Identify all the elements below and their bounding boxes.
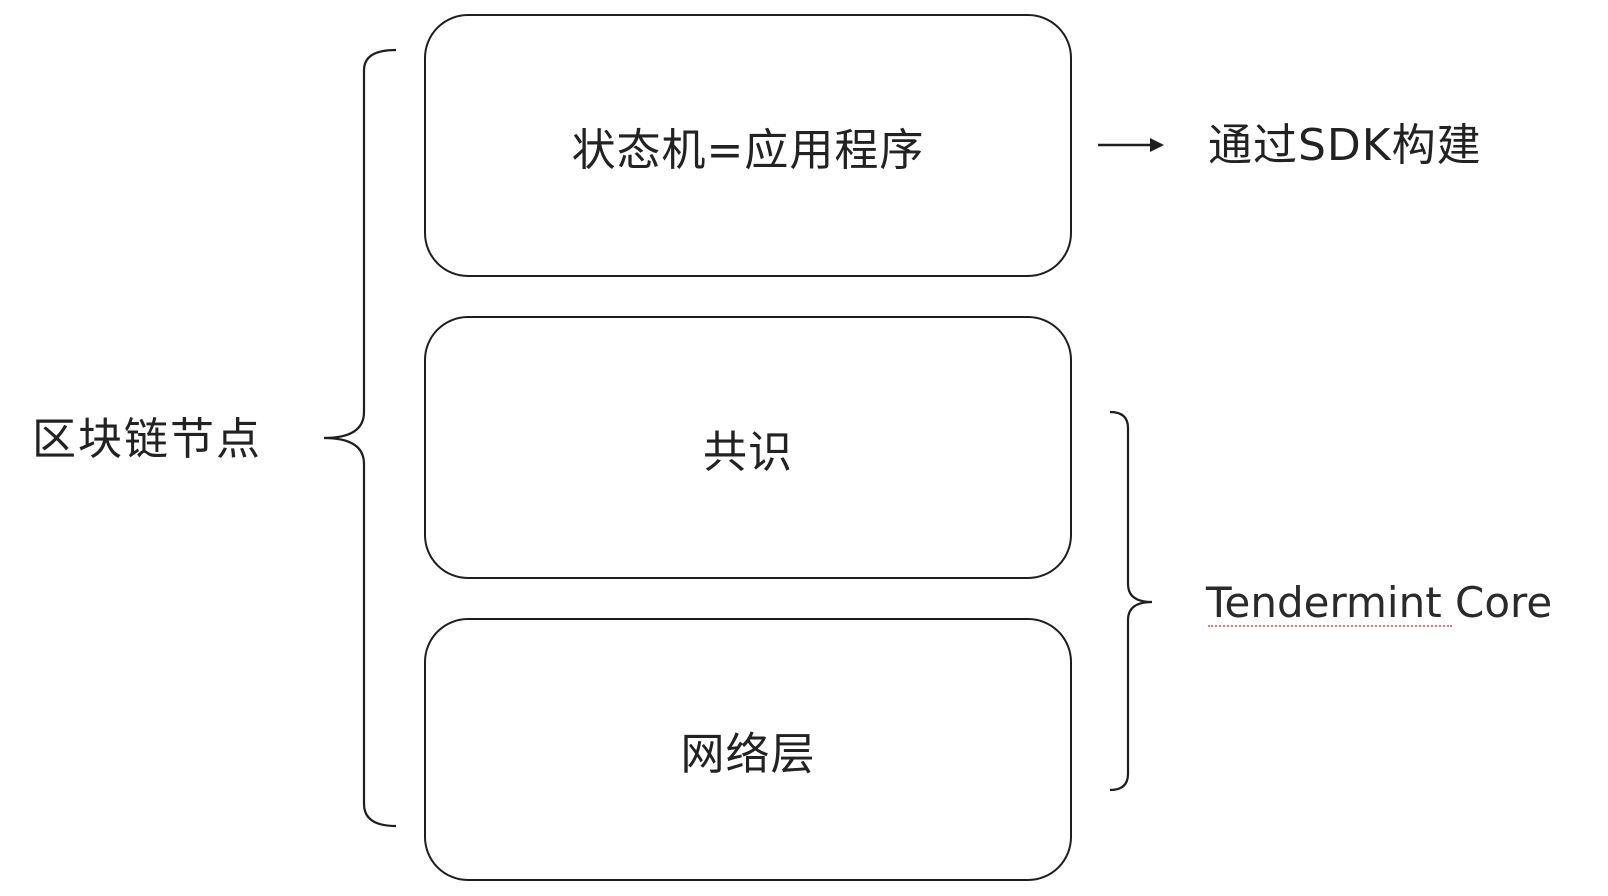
left-brace [323,48,397,828]
network-layer-box: 网络层 [424,618,1072,881]
consensus-box: 共识 [424,316,1072,579]
consensus-label: 共识 [703,426,793,478]
arrow-right-icon [1098,138,1164,152]
right-brace [1109,410,1153,792]
tendermint-core-label: Tendermint Core [1206,578,1553,627]
state-machine-label: 状态机=应用程序 [571,124,925,176]
state-machine-box: 状态机=应用程序 [424,14,1072,277]
sdk-label: 通过SDK构建 [1208,120,1482,171]
spellcheck-underline [1208,625,1452,627]
network-layer-label: 网络层 [680,728,816,780]
node-label: 区块链节点 [32,414,262,465]
